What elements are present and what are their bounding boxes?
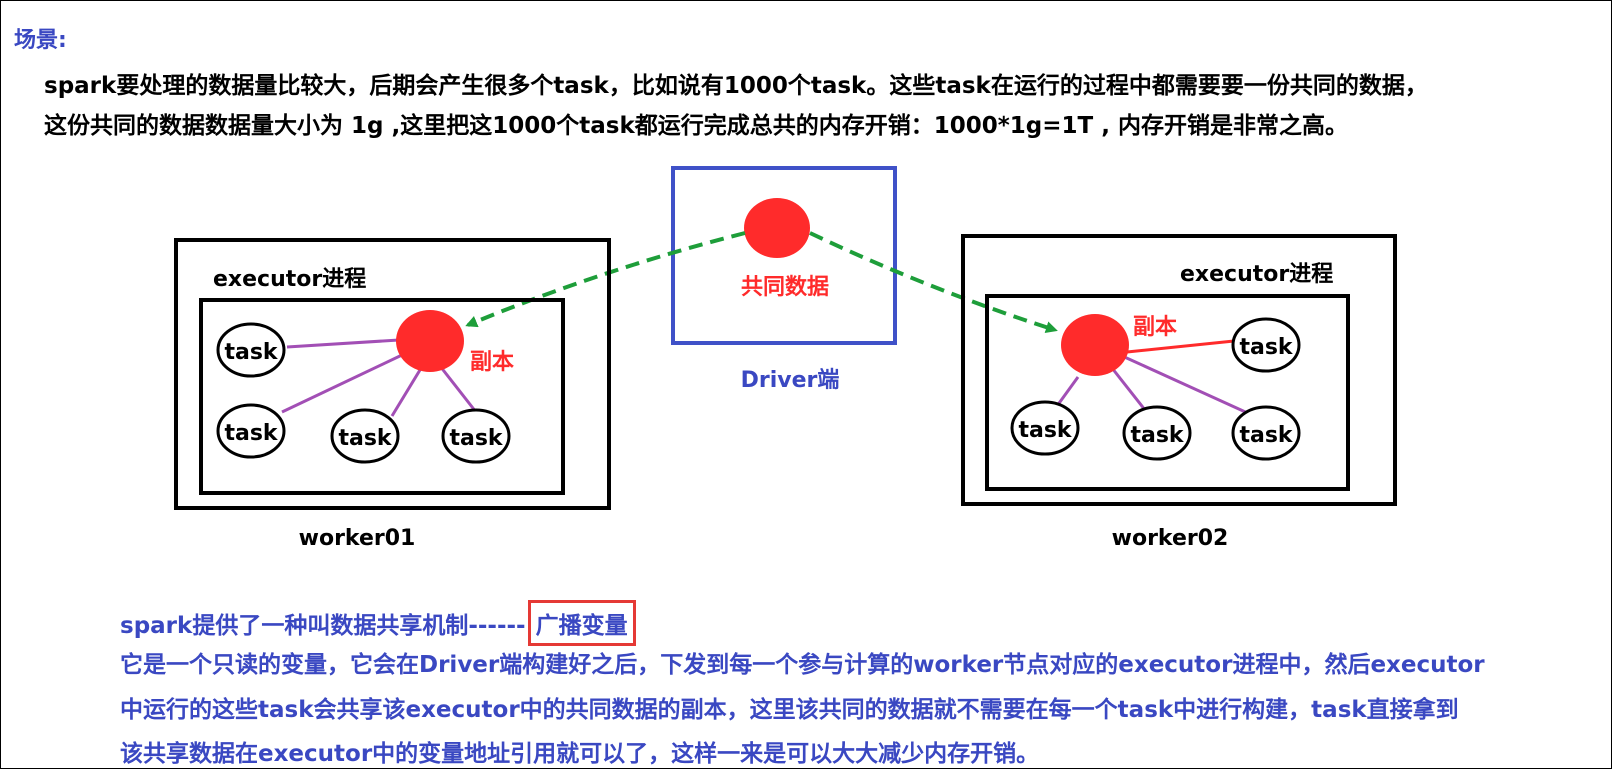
worker02-task-4	[1231, 405, 1301, 461]
worker01-box	[174, 238, 611, 510]
summary-line-1: spark提供了一种叫数据共享机制------广播变量	[120, 600, 636, 646]
worker02-link-4	[1126, 339, 1235, 354]
worker02-link-3	[1119, 353, 1253, 417]
worker01-task-3-label: task	[338, 426, 392, 451]
worker01-link-2	[281, 353, 403, 414]
summary-line-4: 该共享数据在executor中的变量地址引用就可以了，这样一来是可以大大减少内存…	[120, 741, 1040, 767]
worker01-copy-label: 副本	[470, 350, 514, 375]
worker01-task-2	[216, 403, 286, 459]
worker01-link-3	[390, 364, 425, 417]
worker02-caption: worker02	[1112, 526, 1229, 551]
broadcast-variable-highlight: 广播变量	[527, 600, 636, 646]
worker02-copy-label: 副本	[1133, 315, 1177, 340]
worker02-executor-label: executor进程	[1180, 262, 1333, 287]
worker01-copy-circle	[396, 310, 464, 372]
worker02-copy-circle	[1061, 314, 1129, 376]
worker01-task-2-label: task	[224, 421, 278, 446]
worker01-link-1	[286, 338, 400, 349]
summary-line-3: 中运行的这些task会共享该executor中的共同数据的副本，这里该共同的数据…	[120, 697, 1459, 723]
intro-line-1: spark要处理的数据量比较大，后期会产生很多个task，比如说有1000个ta…	[44, 73, 1428, 99]
worker01-caption: worker01	[299, 526, 416, 551]
worker01-task-1-label: task	[224, 340, 278, 365]
driver-shared-data-circle	[744, 198, 810, 258]
worker02-link-1	[1055, 376, 1080, 407]
worker02-task-3	[1122, 405, 1192, 461]
worker02-executor-box	[985, 294, 1350, 491]
worker02-task-1	[1231, 317, 1301, 373]
worker02-task-2-label: task	[1018, 418, 1072, 443]
worker01-task-4	[441, 408, 511, 464]
worker01-task-4-label: task	[449, 426, 503, 451]
scenario-heading: 场景:	[14, 28, 67, 53]
broadcast-arrow-worker02	[809, 231, 1058, 333]
worker02-task-3-label: task	[1130, 423, 1184, 448]
worker01-executor-box	[199, 298, 565, 495]
driver-shared-data-label: 共同数据	[741, 274, 829, 300]
broadcast-arrow-worker01	[465, 231, 746, 328]
worker01-task-1	[216, 322, 286, 378]
driver-caption: Driver端	[741, 368, 840, 393]
intro-line-2: 这份共同的数据数据量大小为 1g ,这里把这1000个task都运行完成总共的内…	[44, 113, 1348, 139]
driver-box	[671, 166, 897, 345]
summary-line-2: 它是一个只读的变量，它会在Driver端构建好之后，下发到每一个参与计算的wor…	[120, 652, 1485, 678]
worker01-link-4	[438, 365, 478, 413]
summary-line-1-prefix: spark提供了一种叫数据共享机制------	[120, 613, 526, 639]
worker02-box	[961, 234, 1397, 506]
worker02-task-2	[1010, 400, 1080, 456]
worker02-task-1-label: task	[1239, 335, 1293, 360]
worker02-link-2	[1110, 367, 1147, 411]
worker02-task-4-label: task	[1239, 423, 1293, 448]
worker01-executor-label: executor进程	[213, 267, 366, 292]
worker01-task-3	[330, 408, 400, 464]
